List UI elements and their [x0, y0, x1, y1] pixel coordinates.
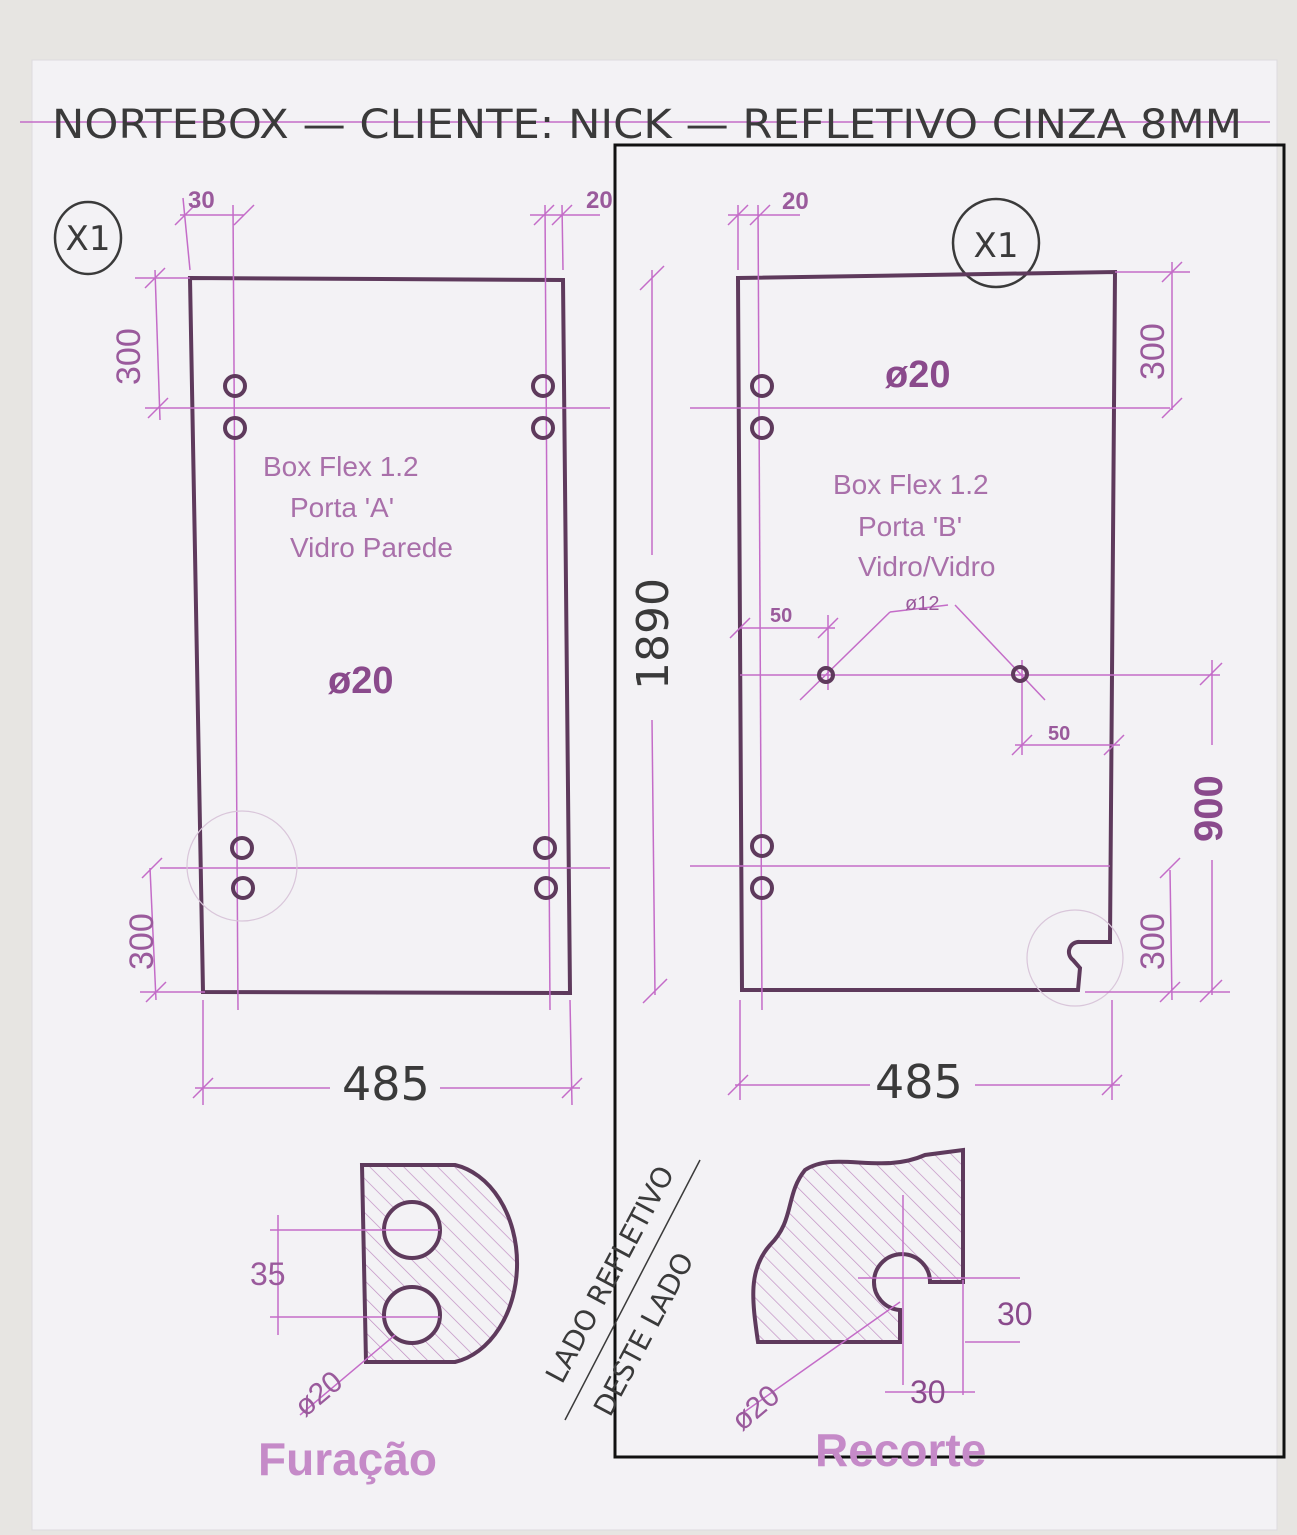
panel-a-qty: X1 — [66, 219, 111, 259]
panel-b-label-1: Box Flex 1.2 — [833, 469, 989, 500]
panel-b-outline — [735, 269, 1118, 992]
panel-a-label-3: Vidro Parede — [290, 532, 453, 563]
handle-hole — [817, 666, 835, 684]
panel-b-holes — [750, 374, 1029, 900]
hole — [750, 876, 774, 900]
recorte-shape — [751, 1147, 965, 1344]
panel-a-top-hinge-dim: 300 — [110, 328, 148, 385]
panel-b-label-3: Vidro/Vidro — [858, 551, 996, 582]
panel-b-width: 485 — [875, 1055, 963, 1109]
panel-a-outline — [187, 275, 573, 996]
panel-a-label-1: Box Flex 1.2 — [263, 451, 419, 482]
handle-hole-diameter: ø12 — [905, 593, 939, 615]
handle-left-offset: 50 — [770, 605, 792, 627]
panel-a-top-offset: 30 — [188, 187, 215, 214]
hole — [533, 836, 557, 860]
panel-a-holes — [223, 374, 558, 900]
panel-b-hole-label: ø20 — [885, 354, 950, 396]
hole — [750, 834, 774, 858]
panel-a-right-offset: 20 — [586, 187, 613, 214]
recorte-dim-vertical: 30 — [997, 1296, 1033, 1332]
recorte-caption: Recorte — [815, 1424, 986, 1476]
panel-b-qty: X1 — [974, 226, 1019, 266]
hole — [231, 876, 255, 900]
panel-a-bottom-hinge-dim: 300 — [123, 913, 161, 970]
paper — [31, 59, 1278, 1531]
selection-frame — [613, 143, 1286, 1459]
panel-a-label-2: Porta 'A' — [290, 492, 394, 523]
hole — [223, 416, 247, 440]
hole — [750, 416, 774, 440]
furacao-spacing: 35 — [250, 1256, 286, 1292]
panel-a: X1 — [53, 187, 613, 1111]
panel-b-qty-circle — [951, 197, 1041, 289]
hole — [223, 374, 247, 398]
hole — [750, 374, 774, 398]
panel-b-handle-height: 900 — [1187, 775, 1231, 842]
panel-a-hole-label: ø20 — [328, 660, 393, 702]
furacao-caption: Furação — [258, 1433, 437, 1485]
panel-b-top-hinge-dim: 300 — [1134, 323, 1172, 380]
detail-furacao: 35 ø20 Furação — [250, 1163, 520, 1485]
panel-b-bottom-hinge-dim: 300 — [1134, 913, 1172, 970]
hole — [534, 876, 558, 900]
detail-recorte: 30 30 ø20 Recorte — [725, 1147, 1033, 1476]
panel-b-left-offset: 20 — [782, 188, 809, 215]
panel-b-label-2: Porta 'B' — [858, 511, 962, 542]
recorte-dim-horizontal: 30 — [910, 1374, 946, 1410]
panel-b: X1 — [613, 143, 1286, 1459]
hole — [531, 416, 555, 440]
overall-height: 1890 — [628, 578, 679, 690]
furacao-shape — [359, 1163, 520, 1364]
drawing-title: NORTEBOX — CLIENTE: NICK — REFLETIVO CIN… — [52, 102, 1242, 148]
handle-hole — [1011, 665, 1029, 683]
handle-right-offset: 50 — [1048, 723, 1070, 745]
panel-a-qty-circle — [53, 200, 123, 276]
hole — [230, 836, 254, 860]
hole — [531, 374, 555, 398]
panel-a-width: 485 — [342, 1057, 430, 1111]
